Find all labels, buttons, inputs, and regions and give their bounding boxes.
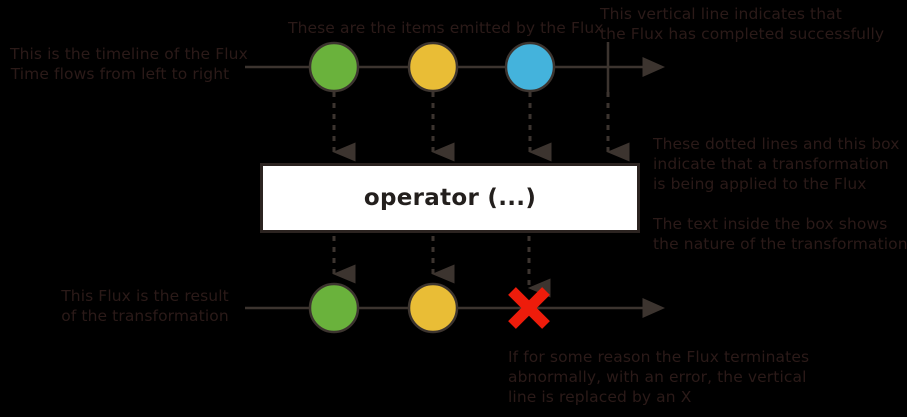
- annotation-result: This Flux is the result of the transform…: [61, 287, 229, 325]
- marble-green-result: [308, 282, 360, 334]
- operator-box: operator (...): [260, 163, 640, 233]
- annotation-items: These are the items emitted by the Flux: [288, 19, 604, 37]
- annotation-completion: This vertical line indicates that the Fl…: [600, 5, 885, 43]
- dotted-arrows-in-group: [332, 92, 630, 162]
- marble-blue: [504, 41, 556, 93]
- error-x-icon: [508, 287, 550, 329]
- annotation-error: If for some reason the Flux terminates a…: [508, 348, 810, 406]
- source-timeline-group: [245, 41, 665, 93]
- annotation-timeline: This is the timeline of the Flux Time fl…: [10, 45, 248, 83]
- dotted-arrows-out-group: [332, 236, 551, 298]
- annotation-box-text: The text inside the box shows the nature…: [653, 215, 907, 253]
- marble-yellow-result: [407, 282, 459, 334]
- marble-yellow: [407, 41, 459, 93]
- marble-green: [308, 41, 360, 93]
- annotation-transformation: These dotted lines and this box indicate…: [653, 135, 900, 193]
- operator-label: operator (...): [363, 185, 537, 211]
- result-timeline-group: [245, 282, 665, 334]
